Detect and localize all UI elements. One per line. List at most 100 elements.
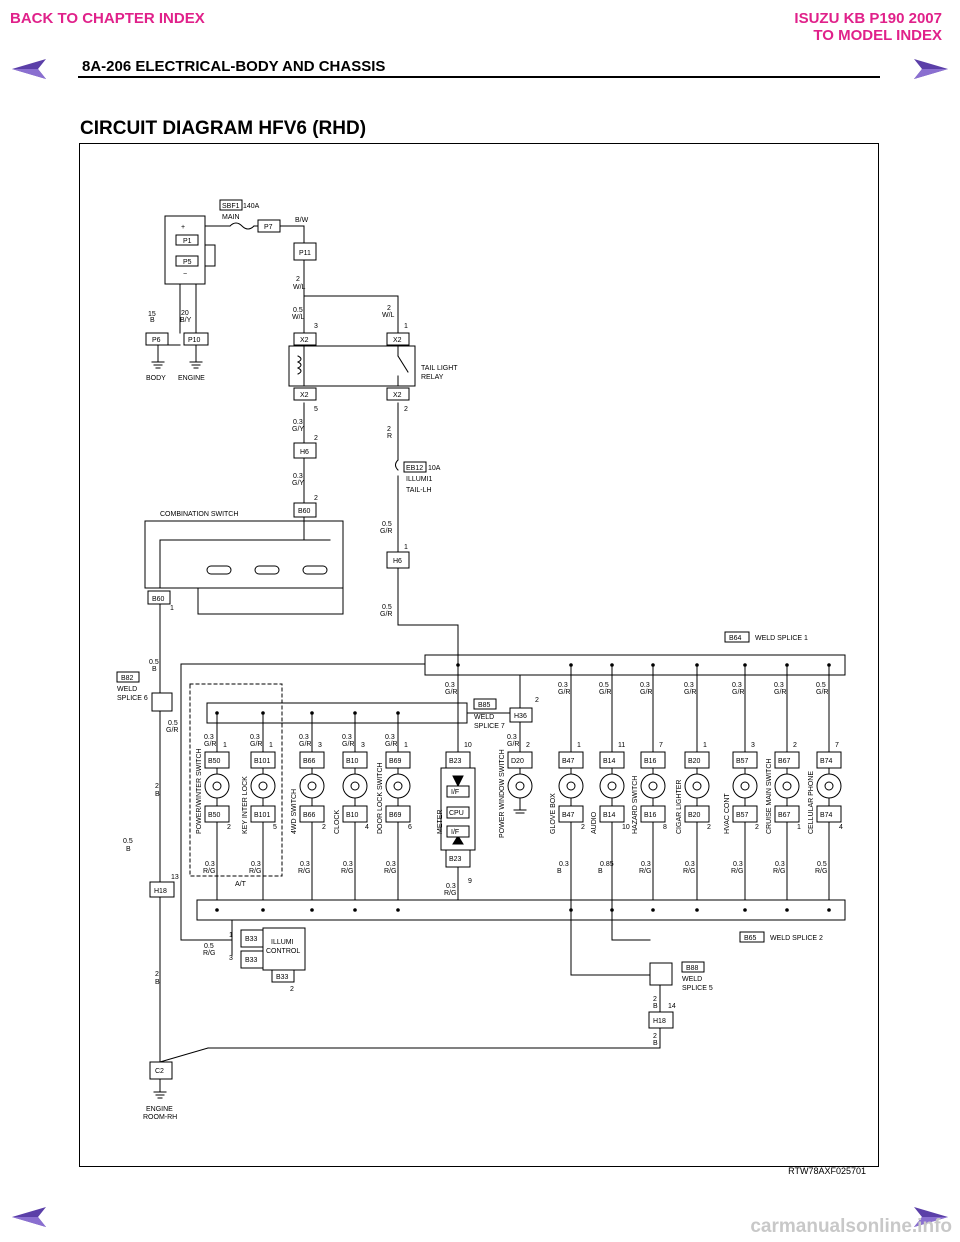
wire-color: R/G (815, 868, 827, 875)
splice-dot (827, 908, 831, 912)
connector-label: B74 (820, 812, 833, 819)
wire-color: G/R (599, 689, 611, 696)
pin-number: 2 (793, 742, 797, 749)
engine-ground-label: ENGINE (178, 375, 205, 382)
wire-size: 0.5 (149, 659, 159, 666)
ground-label-2: ROOM-RH (143, 1114, 177, 1121)
weld-splice-7-label: WELD (474, 714, 494, 721)
wire-size: 15 (148, 311, 156, 318)
next-page-arrow-icon[interactable] (910, 58, 950, 80)
pin-number: 1 (223, 742, 227, 749)
h6-label: H6 (300, 449, 309, 456)
back-to-chapter-index-link[interactable]: BACK TO CHAPTER INDEX (10, 10, 205, 27)
fuse-main-id: SBF1 (222, 203, 240, 210)
wire-color: G/R (342, 741, 354, 748)
fuse-main-name: MAIN (222, 214, 240, 221)
wire-size: 0.3 (733, 861, 743, 868)
wire-size: 0.3 (251, 861, 261, 868)
wire-color: G/R (507, 741, 519, 748)
section-header: 8A-206 ELECTRICAL-BODY AND CHASSIS (82, 58, 386, 75)
bulb-icon (648, 781, 658, 791)
model-index-link[interactable]: ISUZU KB P190 2007 TO MODEL INDEX (794, 10, 942, 44)
splice-dot (310, 908, 314, 912)
weld-splice-2-label: WELD SPLICE 2 (770, 935, 823, 942)
wire-size: 0.3 (446, 883, 456, 890)
connector-label: B57 (736, 812, 749, 819)
splice-dot (785, 663, 789, 667)
connector-x2: X2 (300, 392, 309, 399)
wire-size: 0.3 (685, 861, 695, 868)
bulb-icon (824, 781, 834, 791)
b65-label: B65 (744, 935, 757, 942)
wire-color: R/G (298, 868, 310, 875)
splice-dot (743, 908, 747, 912)
ground-label: ENGINE (146, 1106, 173, 1113)
weld-splice-7-label-2: SPLICE 7 (474, 723, 505, 730)
wire-size: 2 (387, 305, 391, 312)
wire-color: W/L (293, 284, 306, 291)
pin-number: 6 (408, 824, 412, 831)
splice-dot (353, 711, 357, 715)
component-label: CLOCK (334, 810, 341, 834)
wire-color: G/R (774, 689, 786, 696)
p7-wire-color: B/W (295, 217, 309, 224)
wire-color: G/R (816, 689, 828, 696)
fuse-illumi-name: ILLUMI1 (406, 476, 433, 483)
splice-dot (785, 908, 789, 912)
at-label: A/T (235, 881, 247, 888)
previous-page-bottom-arrow-icon[interactable] (10, 1206, 50, 1228)
wire-size: 0.3 (293, 419, 303, 426)
bulb-icon (566, 781, 576, 791)
previous-page-arrow-icon[interactable] (10, 58, 50, 80)
wire-color: R/G (444, 890, 456, 897)
bulb-icon (740, 781, 750, 791)
component-icon (299, 773, 325, 799)
to-model-index-label: TO MODEL INDEX (813, 27, 942, 44)
component-icon (342, 773, 368, 799)
fuse-main-rating: 140A (243, 203, 260, 210)
wire-size: 0.3 (205, 861, 215, 868)
wire-color: R/G (639, 868, 651, 875)
wire-size: 2 (387, 426, 391, 433)
weld-splice-6-label-2: SPLICE 6 (117, 695, 148, 702)
b60-label: B60 (152, 596, 165, 603)
weld-splice-5-label-2: SPLICE 5 (682, 985, 713, 992)
relay-label: TAIL LIGHT (421, 365, 458, 372)
wire-color: G/Y (292, 480, 304, 487)
pin-number: 2 (535, 697, 539, 704)
connector-label: B20 (688, 812, 701, 819)
wire-size: 2 (653, 996, 657, 1003)
pin-number: 1 (229, 932, 233, 939)
pin-number: 1 (404, 544, 408, 551)
weld-splice-5-label: WELD (682, 976, 702, 983)
connector-label: B57 (736, 758, 749, 765)
connector-label: B69 (389, 758, 402, 765)
wire-size: 0.5 (382, 521, 392, 528)
component-icon (250, 773, 276, 799)
wire-size: 0.3 (250, 734, 260, 741)
meter-if-bottom: I/F (451, 829, 459, 836)
bulb-icon (393, 781, 403, 791)
connector-x2: X2 (393, 337, 402, 344)
wire-size: 0.3 (386, 861, 396, 868)
wire-size: 0.5 (817, 861, 827, 868)
battery-plus: + (181, 224, 185, 231)
connector-label: B69 (389, 812, 402, 819)
pin-number: 3 (318, 742, 322, 749)
next-page-bottom-arrow-icon[interactable] (910, 1206, 950, 1228)
component-label: CELLULAR PHONE (808, 771, 815, 834)
fuse-illumi-rating: 10A (428, 465, 441, 472)
connector-label: B66 (303, 758, 316, 765)
pin-number: 4 (839, 824, 843, 831)
pin-number: 2 (755, 824, 759, 831)
component-icon (204, 773, 230, 799)
c2-label: C2 (155, 1068, 164, 1075)
connector-label: B23 (449, 856, 462, 863)
connector-label: B67 (778, 758, 791, 765)
b64-label: B64 (729, 635, 742, 642)
connector-x2: X2 (393, 392, 402, 399)
wire-color: R/G (384, 868, 396, 875)
wire-color: G/R (204, 741, 216, 748)
pin-number: 5 (314, 406, 318, 413)
